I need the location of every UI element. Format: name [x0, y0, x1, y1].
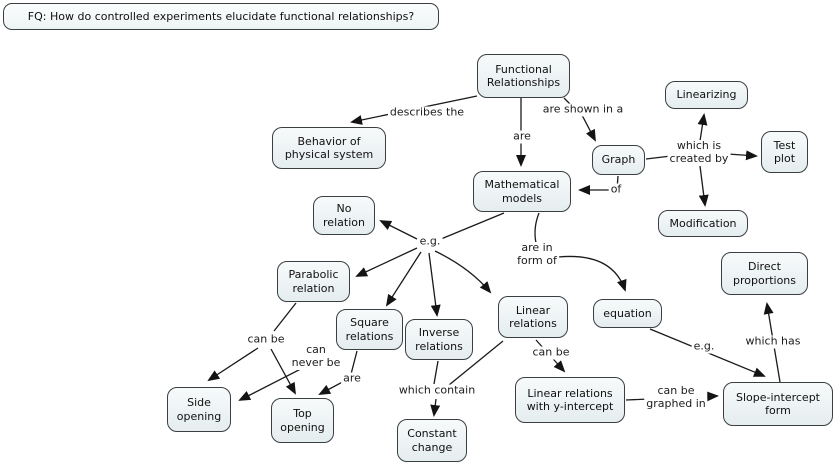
node-label: Top opening [280, 407, 325, 434]
link-label-are-2[interactable]: are [341, 371, 363, 386]
node-behavior-of-physical-system[interactable]: Behavior of physical system [272, 127, 386, 169]
node-label: Linear relations with y-intercept [526, 386, 614, 413]
wire-informof-equation [557, 255, 627, 292]
node-constant-change[interactable]: Constant change [397, 419, 467, 462]
link-label-are-in-form-of[interactable]: are in form of [515, 241, 559, 268]
node-label: Behavior of physical system [284, 134, 374, 161]
node-label: Slope-intercept form [736, 390, 820, 417]
node-square-relations[interactable]: Square relations [336, 309, 403, 350]
node-label: Inverse relations [415, 326, 463, 353]
node-slope-intercept-form[interactable]: Slope-intercept form [723, 382, 833, 426]
node-graph[interactable]: Graph [592, 145, 645, 175]
link-label-eg-2[interactable]: e.g. [691, 339, 717, 354]
wire-eg-square [385, 251, 422, 307]
focus-question-text: FQ: How do controlled experiments elucid… [27, 9, 415, 23]
wire-canbe-sideopening [207, 347, 259, 382]
node-label: Constant change [407, 427, 457, 454]
link-label-are[interactable]: are [511, 129, 533, 144]
node-inverse-relations[interactable]: Inverse relations [405, 319, 473, 360]
link-label-which-has[interactable]: which has [743, 334, 803, 349]
node-linear-relations-with-y-intercept[interactable]: Linear relations with y-intercept [515, 377, 625, 423]
wire-whichcontain-constant [430, 398, 441, 417]
node-label: Modification [669, 216, 737, 230]
wire-mathmodels-informof [534, 212, 540, 244]
node-side-opening[interactable]: Side opening [167, 387, 231, 432]
link-label-are-shown-in-a[interactable]: are shown in a [540, 102, 626, 117]
link-label-describes-the[interactable]: describes the [387, 105, 467, 120]
wire-eg-parabolic [355, 247, 418, 277]
node-functional-relationships[interactable]: Functional Relationships [477, 54, 570, 98]
link-label-of[interactable]: of [608, 182, 624, 197]
node-label: Parabolic relation [288, 268, 339, 295]
node-top-opening[interactable]: Top opening [271, 398, 334, 443]
link-label-can-never-be[interactable]: can never be [289, 343, 343, 370]
focus-question[interactable]: FQ: How do controlled experiments elucid… [3, 3, 439, 30]
node-label: Test plot [773, 138, 796, 165]
node-label: Graph [601, 153, 636, 167]
node-label: Functional Relationships [486, 62, 561, 89]
link-label-eg[interactable]: e.g. [417, 234, 443, 249]
node-label: Mathematical models [484, 178, 560, 205]
node-parabolic-relation[interactable]: Parabolic relation [277, 261, 350, 302]
node-direct-proportions[interactable]: Direct proportions [721, 252, 808, 295]
node-mathematical-models[interactable]: Mathematical models [473, 171, 571, 212]
node-no-relation[interactable]: No relation [313, 196, 375, 235]
node-label: Side opening [176, 396, 222, 423]
node-linear-relations[interactable]: Linear relations [498, 296, 568, 338]
link-label-can-be-graphed-in[interactable]: can be graphed in [644, 384, 708, 411]
link-label-which-contain[interactable]: which contain [396, 383, 478, 398]
node-label: Square relations [345, 316, 394, 343]
node-modification[interactable]: Modification [658, 210, 748, 237]
wire-eg-inverse [428, 252, 441, 317]
wire-createdby-linearizing [697, 113, 708, 142]
link-label-can-be-2[interactable]: can be [530, 345, 572, 360]
link-label-which-is-created-by[interactable]: which is created by [667, 139, 731, 166]
wire-eg-norelation [379, 220, 418, 240]
node-test-plot[interactable]: Test plot [761, 131, 808, 173]
node-label: equation [603, 306, 652, 320]
node-linearizing[interactable]: Linearizing [665, 81, 748, 109]
node-label: Linear relations [509, 303, 557, 330]
node-label: Direct proportions [732, 260, 797, 287]
wire-eg-linear [434, 250, 492, 294]
node-equation[interactable]: equation [593, 299, 662, 328]
link-label-can-be[interactable]: can be [245, 332, 287, 347]
wire-createdby-testplot [727, 150, 758, 161]
wire-createdby-modification [698, 165, 709, 207]
node-label: No relation [323, 202, 365, 229]
node-label: Linearizing [676, 88, 737, 102]
wire-mathmodels-eg [440, 212, 505, 240]
wire-parabolic-canbe [273, 302, 297, 332]
wire-inverse-whichcontain [433, 360, 439, 385]
